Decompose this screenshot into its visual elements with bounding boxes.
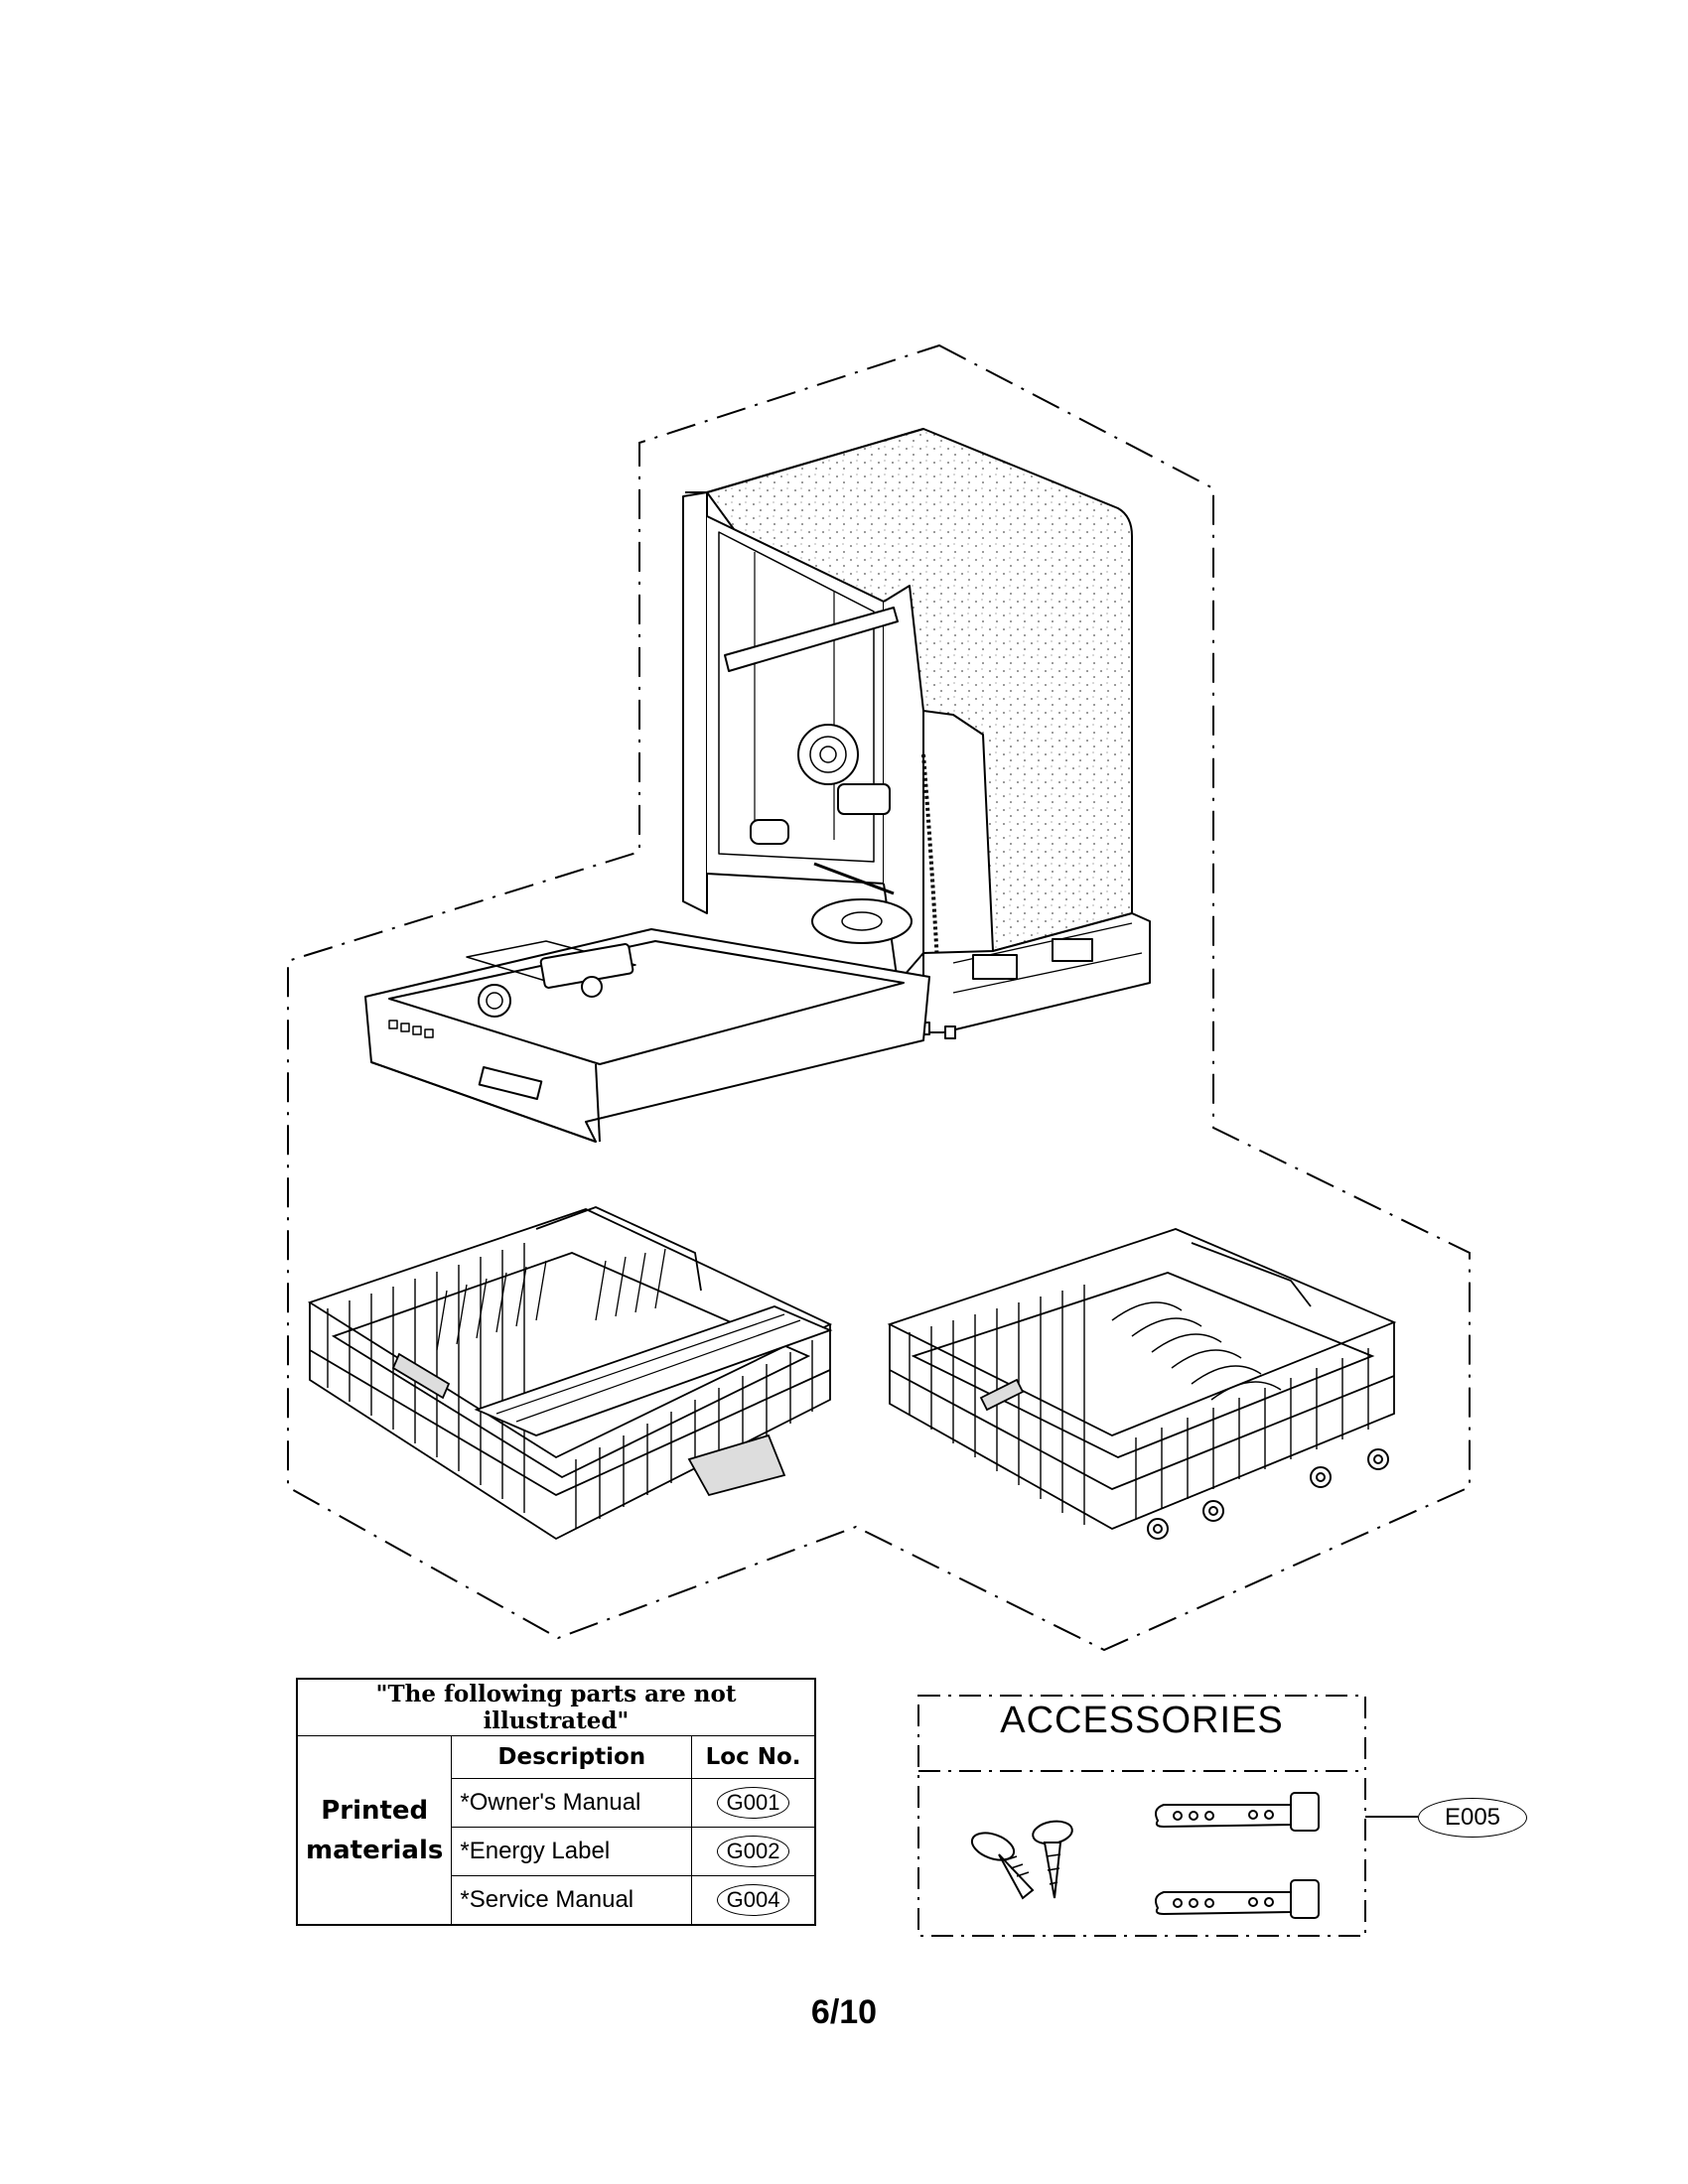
accessories-title: ACCESSORIES: [1000, 1700, 1284, 1741]
group-label-line1: Printed: [321, 1795, 429, 1826]
assembly-boundary: [287, 343, 1471, 1652]
row-description: *Energy Label: [451, 1827, 693, 1876]
table-row: *Service Manual G004: [297, 1875, 816, 1926]
parts-not-illustrated-table: "The following parts are not illustrated…: [296, 1678, 816, 1926]
door-hinge-bracket-icon: [1155, 1792, 1320, 1919]
description-header: Description: [451, 1735, 693, 1779]
group-label: Printed materials: [296, 1735, 453, 1926]
group-label-line2: materials: [306, 1835, 444, 1865]
accessories-box: [917, 1695, 1366, 1937]
loc-no-header: Loc No.: [691, 1735, 816, 1779]
table-row: *Energy Label G002: [297, 1827, 816, 1876]
table-note: "The following parts are not illustrated…: [296, 1678, 816, 1736]
loc-callout: G004: [716, 1884, 790, 1916]
screw-icon: [970, 1820, 1073, 1900]
loc-callout: G001: [716, 1787, 790, 1819]
row-description: *Service Manual: [451, 1875, 693, 1926]
loc-callout: G002: [716, 1836, 790, 1867]
dishwasher-tub-assembly: [682, 428, 1151, 1039]
row-description: *Owner's Manual: [451, 1778, 693, 1828]
page-number: 6/10: [810, 1993, 878, 2031]
dishwasher-door: [364, 928, 930, 1143]
upper-rack: [307, 1206, 833, 1541]
lower-rack: [887, 1228, 1397, 1540]
accessory-callout: E005: [1418, 1798, 1527, 1838]
